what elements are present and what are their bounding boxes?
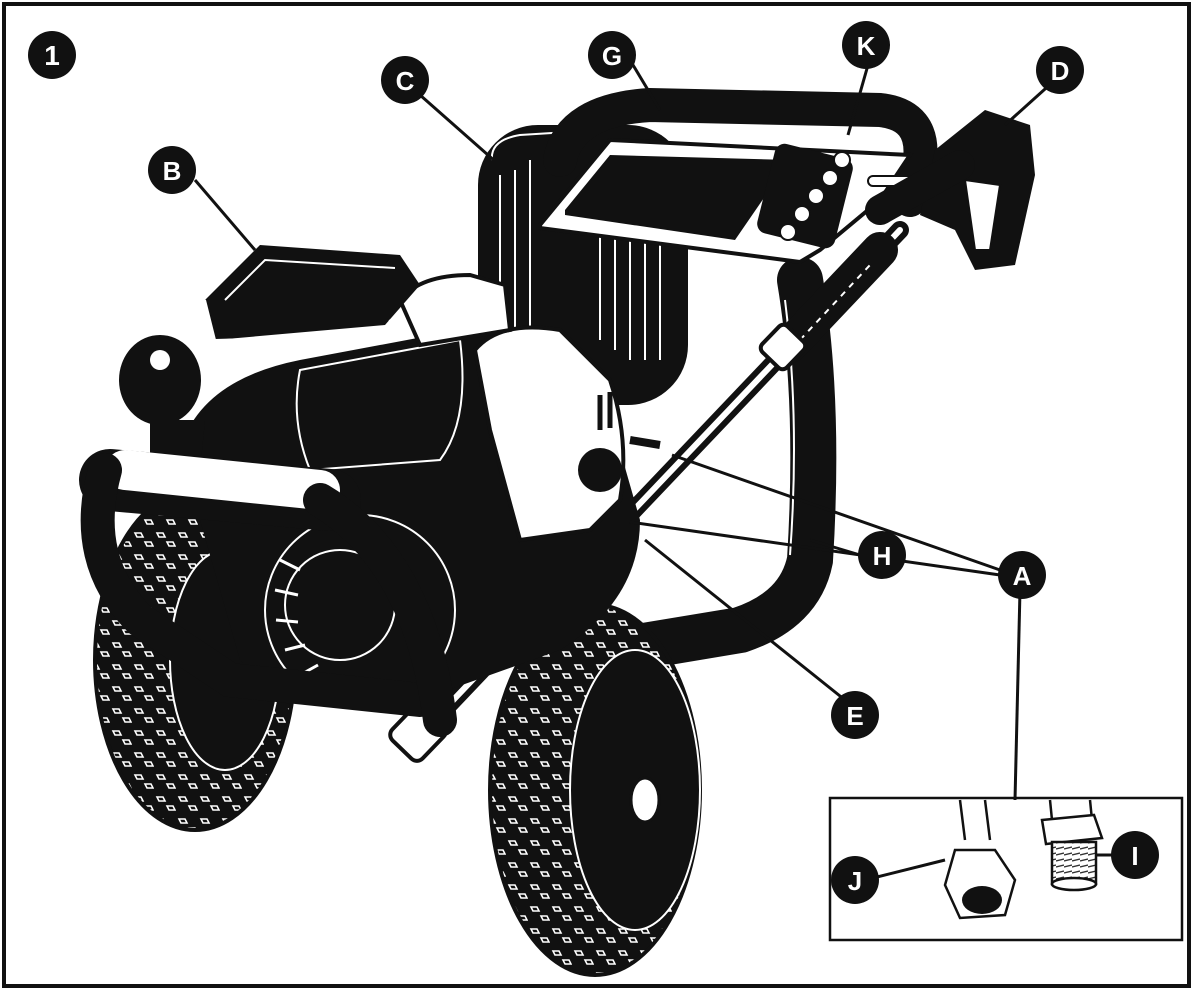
callout-j-label: J [848, 866, 862, 896]
callout-b-label: B [163, 156, 182, 186]
female-fitting [943, 799, 1017, 920]
bumper-bar [79, 449, 457, 737]
spray-gun [865, 110, 1035, 270]
nozzle-panel [538, 137, 917, 265]
figure-number-badge: 1 [28, 31, 76, 79]
leader-k [846, 64, 870, 136]
callout-h: H [858, 531, 906, 579]
callout-g-label: G [602, 41, 622, 71]
callout-h-label: H [873, 541, 892, 571]
engine [180, 325, 661, 706]
callout-a: A [998, 551, 1046, 599]
callout-d: D [1036, 46, 1084, 94]
handle-frame [543, 87, 938, 217]
callout-d-label: D [1051, 56, 1070, 86]
leader-g [628, 59, 662, 111]
callout-e-label: E [846, 701, 863, 731]
pressure-washer-illustration [79, 87, 1035, 977]
callout-k: K [842, 21, 890, 69]
leader-a1 [671, 453, 1001, 572]
leader-b [193, 179, 257, 251]
callout-c: C [381, 56, 429, 104]
callout-a-label: A [1013, 561, 1032, 591]
leader-a2 [629, 520, 1001, 577]
callout-b: B [148, 146, 196, 194]
callout-c-label: C [396, 66, 415, 96]
callout-g: G [588, 31, 636, 79]
leader-a3 [1013, 589, 1022, 801]
callout-e: E [831, 691, 879, 739]
male-fitting [1040, 799, 1104, 892]
figure-number: 1 [44, 40, 60, 71]
right-wheel [488, 603, 702, 977]
callout-i: I [1111, 831, 1159, 879]
leader-c [419, 93, 506, 172]
callout-j: J [831, 856, 879, 904]
leader-h [809, 538, 861, 557]
leader-e [644, 538, 846, 702]
fittings-inset [828, 796, 1184, 942]
callout-k-label: K [857, 31, 876, 61]
fuel-tank [204, 245, 420, 342]
callout-i-label: I [1131, 841, 1138, 871]
